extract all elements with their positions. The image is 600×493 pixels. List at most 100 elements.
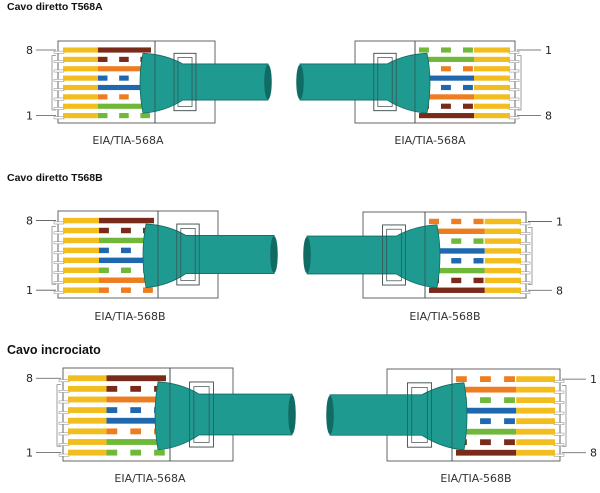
contact-pin-2	[516, 386, 555, 393]
contact-pin-5	[68, 407, 107, 414]
caption-left: EIA/TIA-568A	[92, 134, 164, 147]
wire-stripe-green	[419, 47, 429, 53]
pin-slot	[58, 443, 70, 446]
wire-stripe-blue	[97, 75, 108, 81]
wire-pin-4-blue	[429, 248, 485, 254]
wire-pin-2-green	[106, 439, 166, 445]
pin-label-top: 1	[590, 373, 597, 386]
contact-pin-2	[474, 56, 510, 62]
pin-slot	[519, 242, 531, 245]
wire-stripe-orange	[143, 287, 153, 293]
wire-stripe-green	[504, 397, 515, 404]
latch-clip-outline	[189, 381, 214, 448]
cable-jacket	[142, 223, 277, 288]
wire-pin-8-brown	[99, 217, 154, 224]
wire-stripe-brown	[473, 277, 484, 284]
wire-stripe-green	[451, 238, 462, 244]
contact-pin-1	[484, 218, 521, 225]
wire-pin-2-orange	[99, 277, 154, 283]
wire-pin-6-orange	[97, 66, 151, 72]
pin-label-top: 8	[26, 215, 33, 228]
contact-pin-5	[474, 84, 510, 91]
contact-pin-1	[63, 113, 98, 119]
pin-slot	[519, 251, 531, 255]
pin-bracket	[562, 385, 567, 447]
contact-pin-4	[474, 75, 510, 81]
pin-slot	[53, 271, 65, 274]
pin-slot	[53, 60, 65, 63]
pin-slot	[58, 421, 70, 425]
pin-bracket	[517, 55, 522, 111]
wire-stripe-orange	[119, 94, 129, 100]
pin-bracket	[528, 226, 533, 285]
contact-pin-7	[484, 277, 521, 284]
wire-stripe-orange	[451, 218, 462, 225]
pin-slot	[53, 291, 65, 294]
latch-clip-inner	[193, 386, 210, 443]
contact-pin-2	[63, 103, 98, 109]
cable-cut-end	[326, 395, 334, 435]
pin-slot	[508, 78, 520, 82]
pin-slot	[553, 390, 565, 394]
pin-bracket	[56, 384, 61, 447]
wire-stripe-green	[121, 267, 131, 274]
pin-label-top: 1	[556, 215, 563, 228]
contact-pin-3	[68, 428, 107, 435]
contact-pin-7	[68, 385, 107, 392]
contact-pin-7	[516, 439, 555, 446]
contact-pin-3	[474, 66, 510, 72]
wire-pin-8-brown	[97, 47, 151, 53]
wire-stripe-orange	[97, 94, 108, 100]
wire-stripe-orange	[121, 287, 131, 293]
contact-pin-4	[63, 84, 98, 91]
pin-slot	[58, 390, 70, 393]
pin-slot	[553, 432, 565, 436]
wire-stripe-blue	[106, 407, 118, 414]
wire-stripe-green	[441, 47, 451, 53]
contact-pin-6	[474, 94, 510, 100]
pin-slot	[53, 107, 65, 110]
pin-slot	[553, 422, 565, 425]
contact-pin-5	[516, 418, 555, 425]
pin-slot	[508, 50, 520, 54]
wire-pin-4-blue	[456, 407, 517, 414]
wire-stripe-green	[463, 47, 473, 53]
wire-pin-6-green	[99, 237, 154, 244]
pin-slot	[53, 221, 65, 225]
wire-pin-2-green	[419, 56, 474, 62]
latch-clip-outline	[407, 382, 432, 448]
pin-slot	[53, 88, 65, 92]
wire-stripe-green	[473, 238, 484, 244]
wire-stripe-green	[119, 113, 129, 119]
pin-slot	[519, 281, 531, 285]
wire-stripe-brown	[99, 227, 109, 234]
wire-stripe-green	[99, 267, 109, 274]
contact-pin-4	[68, 417, 107, 424]
latch-clip-outline	[176, 223, 200, 286]
wire-pin-4-blue	[97, 84, 151, 91]
latch-clip-inner	[411, 387, 428, 443]
wire-stripe-orange	[429, 218, 440, 225]
pin-slot	[508, 69, 520, 73]
wire-stripe-brown	[451, 277, 462, 284]
caption-right: EIA/TIA-568A	[394, 134, 466, 147]
wire-pin-8-brown	[106, 375, 166, 382]
pin-bracket	[51, 55, 56, 111]
pin-slot	[519, 291, 531, 294]
wire-pin-4-blue	[99, 257, 154, 264]
wire-pin-6-green	[429, 267, 485, 274]
wire-pin-8-brown	[419, 113, 474, 119]
pin-slot	[53, 50, 65, 54]
pin-slot	[519, 271, 531, 275]
wire-pin-8-brown	[429, 287, 485, 293]
pin-label-top: 1	[545, 44, 552, 57]
wire-pin-6-green	[456, 428, 517, 435]
contact-pin-6	[68, 396, 107, 403]
wire-stripe-orange	[99, 287, 109, 293]
contact-pin-7	[63, 227, 99, 234]
wire-pin-2-orange	[429, 228, 485, 234]
